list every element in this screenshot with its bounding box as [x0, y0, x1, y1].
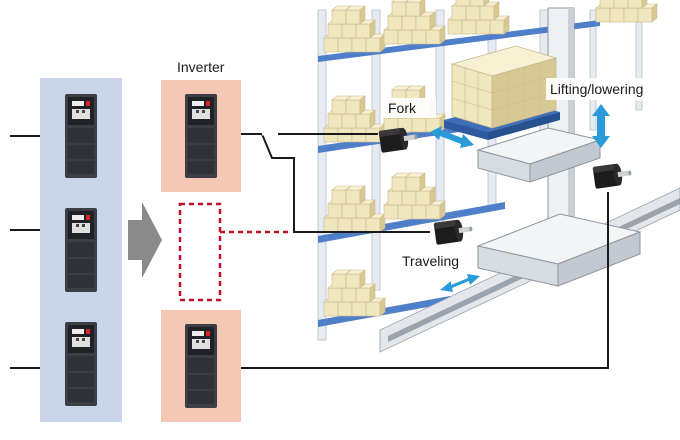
automated-warehouse-illustration: Fork Lifting/lowering Traveling — [317, 0, 680, 353]
lifting-arrow-icon — [592, 104, 610, 148]
fork-arrow-icon — [430, 126, 474, 148]
inverter-unit-icon — [64, 207, 98, 293]
lifting-motor-icon — [592, 161, 633, 189]
inverter-unit-icon — [64, 321, 98, 407]
fork-carriage — [444, 45, 602, 183]
fork-label: Fork — [388, 100, 417, 116]
original-inverter-group — [40, 78, 122, 422]
traveling-arrow-icon — [440, 274, 480, 292]
inverter-heading: Inverter — [177, 59, 225, 75]
inverter-unit-icon — [64, 93, 98, 179]
inverter-unit-icon — [184, 323, 218, 409]
power-lines — [10, 135, 40, 369]
lifting-label: Lifting/lowering — [550, 81, 643, 97]
arrow-right-icon — [128, 202, 162, 278]
new-inverter-group — [161, 80, 241, 422]
traveling-base — [476, 213, 642, 287]
removed-inverter-placeholder — [178, 202, 222, 302]
motor-wiring — [241, 132, 609, 369]
traveling-label: Traveling — [402, 253, 459, 269]
inverter-unit-icon — [184, 93, 218, 179]
